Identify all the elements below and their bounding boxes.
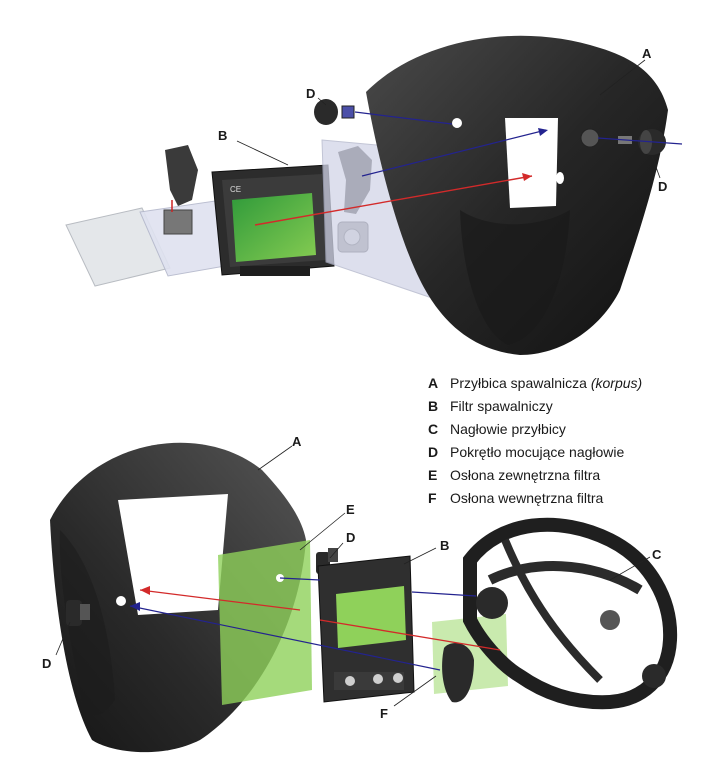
legend-key: D [428,441,450,464]
leader-b-top [237,141,288,165]
callout-d-bottom-right: D [346,530,355,545]
callout-b-top: B [218,128,227,143]
callout-a-bottom: A [292,434,302,449]
legend-italic: (korpus) [591,375,642,391]
callout-d-top-left: D [306,86,315,101]
adjustment-knob-top-left [314,99,354,125]
top-assembly: CE [66,36,682,355]
leader-a-bottom [258,446,292,470]
welding-filter-bottom [318,556,414,702]
callout-d-bottom-left: D [42,656,51,671]
callout-b-bottom: B [440,538,449,553]
legend-text: Osłona wewnętrzna filtra [450,490,603,506]
callout-e-bottom: E [346,502,355,517]
callout-d-top-right: D [658,179,667,194]
helmet-shell-top [366,36,668,355]
outer-shield-green [218,540,312,705]
legend-text: Filtr spawalniczy [450,398,553,414]
legend-text: Osłona zewnętrzna filtra [450,467,600,483]
legend-key: E [428,464,450,487]
filter-ce-mark: CE [230,185,241,194]
leader-e-bottom [300,513,345,550]
callout-f-bottom: F [380,706,388,721]
legend-text: Nagłowie przyłbicy [450,421,566,437]
welding-filter-top: CE [212,165,334,276]
legend-key: F [428,487,450,510]
legend-key: C [428,418,450,441]
legend-text: Pokrętło mocujące nagłowie [450,444,624,460]
legend-key: A [428,372,450,395]
legend-key: B [428,395,450,418]
legend-text: Przyłbica spawalnicza [450,375,591,391]
callout-a-top: A [642,46,652,61]
callout-c-bottom: C [652,547,662,562]
